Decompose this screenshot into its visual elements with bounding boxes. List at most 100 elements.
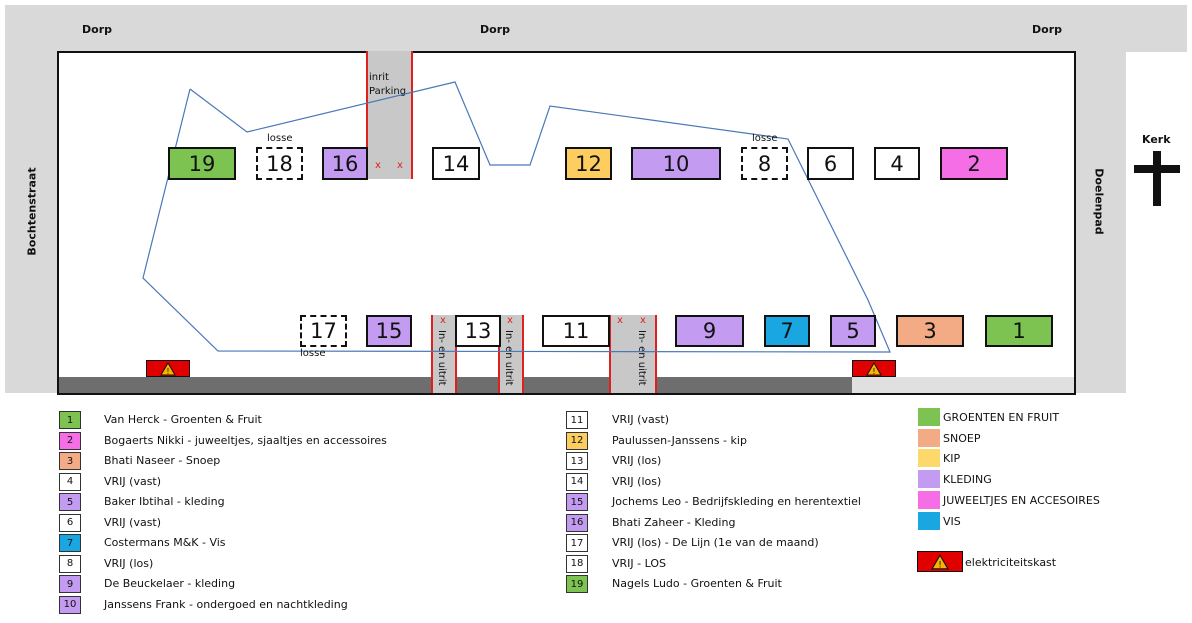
legend-text: Baker Ibtihal - kleding	[104, 495, 225, 508]
legend-text: VRIJ (vast)	[612, 413, 670, 426]
legend-number: 18	[566, 554, 588, 573]
legend-number: 9	[59, 575, 81, 593]
parking-entrance-label-1: inrit	[369, 72, 389, 83]
legend-number: 6	[59, 513, 81, 532]
stall-18[interactable]: 18	[256, 147, 303, 180]
legend-number: 1	[59, 411, 81, 429]
parking-entrance	[366, 51, 413, 179]
road-label-dorp-left: Dorp	[82, 23, 112, 36]
legend-text: VRIJ (los)	[612, 474, 662, 488]
warning-triangle-icon: !	[866, 361, 882, 376]
category-swatch	[918, 490, 940, 509]
x-mark: x	[507, 315, 513, 326]
legend-number: 12	[566, 431, 588, 450]
stall-12[interactable]: 12	[565, 147, 612, 180]
electric-box: !	[146, 360, 190, 377]
stall-14[interactable]: 14	[432, 147, 480, 180]
legend-text: Bhati Naseer - Snoep	[104, 454, 221, 467]
bottom-entrance-1	[431, 315, 457, 393]
legend-number: 17	[566, 534, 588, 552]
electric-legend-label: elektriciteitskast	[965, 556, 1057, 569]
legend-number: 2	[59, 431, 81, 450]
losse-label-18: losse	[267, 133, 293, 144]
parking-entrance-label-2: Parking	[369, 86, 407, 97]
legend-text: Jochems Leo - Bedrijfskleding en herente…	[612, 495, 861, 508]
stall-13[interactable]: 13	[455, 315, 501, 347]
stall-5[interactable]: 5	[830, 315, 876, 347]
bottom-entrance-2	[498, 315, 524, 393]
stall-19[interactable]: 19	[168, 147, 236, 180]
category-label: VIS	[943, 514, 961, 528]
legend-number: 19	[566, 575, 588, 593]
category-label: SNOEP	[943, 431, 981, 445]
legend-text: Paulussen-Janssens - kip	[612, 433, 747, 447]
x-mark: x	[375, 160, 381, 171]
bottom-entrance-3-label: In- en uitrit	[636, 330, 647, 386]
stall-3[interactable]: 3	[896, 315, 964, 347]
legend-text: VRIJ (vast)	[104, 515, 162, 529]
legend-text: Bhati Zaheer - Kleding	[612, 515, 736, 529]
stall-7[interactable]: 7	[764, 315, 810, 347]
x-mark: x	[640, 315, 646, 326]
legend-text: Bogaerts Nikki - juweeltjes, sjaaltjes e…	[104, 433, 387, 447]
stall-15[interactable]: 15	[366, 315, 412, 347]
legend-number: 16	[566, 513, 588, 532]
svg-text:!: !	[166, 367, 169, 376]
electric-box: !	[852, 360, 896, 377]
road-label-dorp-right: Dorp	[1032, 23, 1062, 36]
bottom-sidewalk-right	[852, 377, 1074, 393]
stall-2[interactable]: 2	[940, 147, 1008, 180]
legend-text: VRIJ - LOS	[612, 556, 666, 570]
legend-number: 7	[59, 534, 81, 552]
stall-10[interactable]: 10	[631, 147, 721, 180]
legend-number: 10	[59, 595, 81, 614]
road-dorp	[5, 5, 1187, 52]
legend-number: 8	[59, 554, 81, 573]
legend-text: De Beuckelaer - kleding	[104, 577, 236, 590]
legend-text: VRIJ (los)	[612, 454, 662, 467]
legend-text: Van Herck - Groenten & Fruit	[104, 413, 262, 426]
church-cross-bar	[1134, 165, 1180, 173]
stall-8[interactable]: 8	[741, 147, 788, 180]
svg-text:!: !	[938, 560, 942, 569]
losse-label-17: losse	[300, 348, 326, 359]
category-swatch	[918, 449, 940, 468]
losse-label-8: losse	[752, 133, 778, 144]
legend-text: VRIJ (vast)	[104, 474, 162, 488]
category-label: GROENTEN EN FRUIT	[943, 411, 1060, 424]
category-label: JUWEELTJES EN ACCESOIRES	[943, 493, 1100, 507]
legend-text: Janssens Frank - ondergoed en nachtkledi…	[104, 597, 348, 611]
road-bochtenstraat	[5, 52, 57, 393]
stall-4[interactable]: 4	[874, 147, 920, 180]
legend-text: Costermans M&K - Vis	[104, 536, 226, 549]
legend-text: VRIJ (los)	[104, 556, 154, 570]
x-mark: x	[617, 315, 623, 326]
stall-17[interactable]: 17	[300, 315, 347, 347]
electric-legend-box: !	[917, 551, 963, 572]
legend-text: Nagels Ludo - Groenten & Fruit	[612, 577, 782, 590]
bottom-entrance-2-label: In- en uitrit	[503, 330, 514, 386]
x-mark: x	[397, 160, 403, 171]
category-swatch	[918, 428, 940, 447]
church-cross-icon	[1153, 151, 1161, 206]
legend-number: 4	[59, 472, 81, 491]
legend-number: 15	[566, 493, 588, 511]
stall-16[interactable]: 16	[322, 147, 368, 180]
church-label: Kerk	[1142, 133, 1171, 146]
legend-text: VRIJ (los) - De Lijn (1e van de maand)	[612, 536, 819, 549]
category-swatch	[918, 408, 940, 426]
stall-1[interactable]: 1	[985, 315, 1053, 347]
category-label: KIP	[943, 452, 961, 466]
bottom-entrance-3	[609, 315, 657, 393]
stall-11[interactable]: 11	[542, 315, 610, 347]
legend-number: 5	[59, 493, 81, 511]
warning-triangle-icon: !	[160, 361, 176, 376]
legend-number: 11	[566, 411, 588, 429]
legend-number: 13	[566, 452, 588, 470]
category-label: KLEDING	[943, 473, 992, 487]
stall-9[interactable]: 9	[675, 315, 744, 347]
category-swatch	[918, 511, 940, 530]
stall-6[interactable]: 6	[807, 147, 854, 180]
legend-number: 14	[566, 472, 588, 491]
